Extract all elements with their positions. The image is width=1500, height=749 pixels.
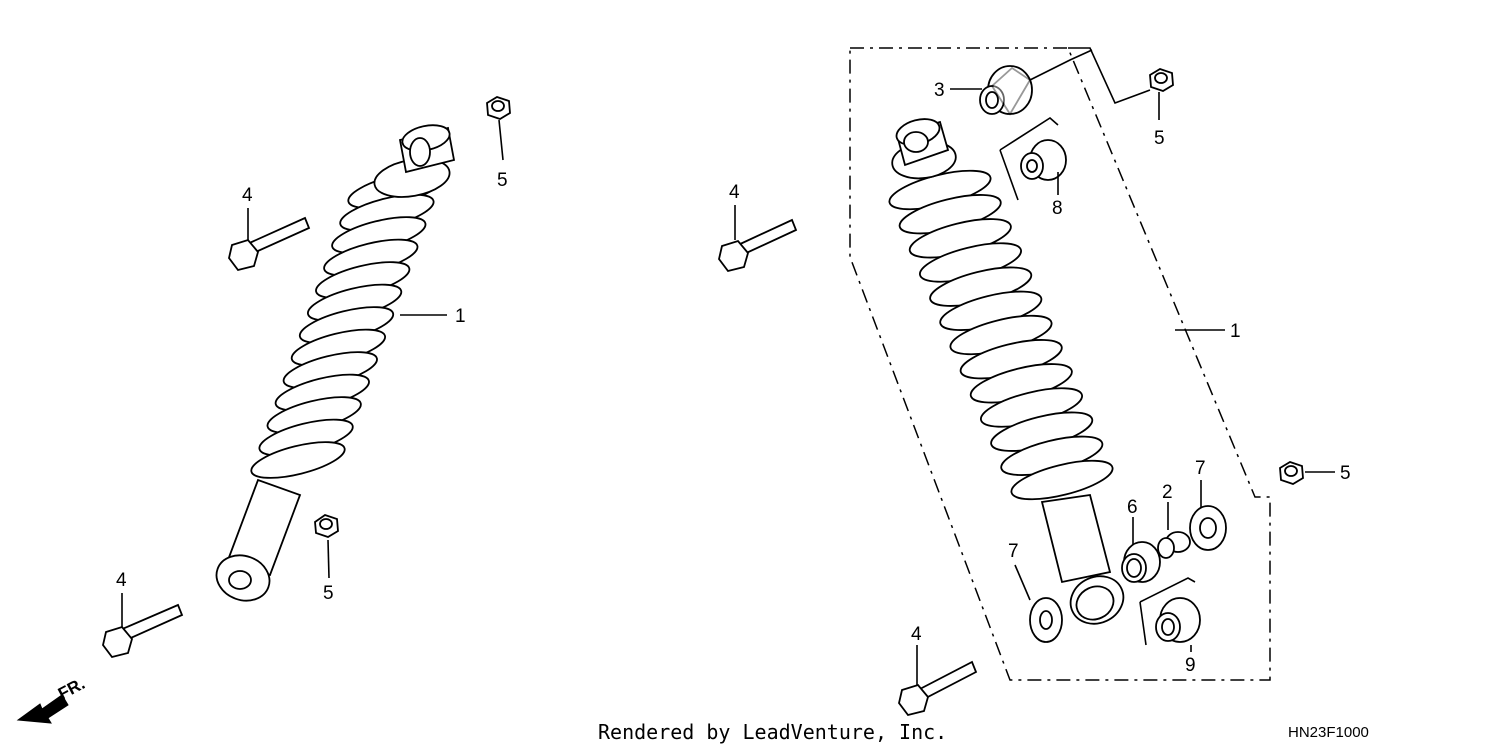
bushing-kit-8[interactable] (999, 117, 1067, 201)
callout-right-3: 3 (934, 80, 945, 101)
right-shock-absorber[interactable] (886, 115, 1131, 633)
callout-right-2: 2 (1162, 482, 1173, 503)
right-nut-right[interactable] (1279, 461, 1304, 485)
dust-seal-right[interactable] (1189, 505, 1227, 551)
callout-right-7-left: 7 (1008, 541, 1019, 562)
spring-coil (1010, 459, 1114, 501)
callout-right-5-top: 5 (1154, 128, 1165, 149)
collar[interactable] (1157, 531, 1191, 559)
bearing-kit-9[interactable] (1139, 577, 1201, 646)
callout-left-5-top: 5 (497, 170, 508, 191)
callout-right-4-bottom: 4 (911, 624, 922, 645)
callout-right-9: 9 (1185, 655, 1196, 676)
diagram-code: HN23F1000 (1288, 724, 1369, 741)
right-bolt-bottom[interactable] (898, 660, 978, 717)
left-bolt-bottom[interactable] (102, 603, 184, 659)
callout-right-1: 1 (1230, 321, 1241, 342)
left-nut-top[interactable] (486, 96, 511, 120)
left-bolt-top[interactable] (228, 216, 311, 272)
dust-seal-left[interactable] (1029, 597, 1063, 643)
right-bolt-top[interactable] (718, 218, 798, 273)
upper-bushing[interactable] (979, 65, 1033, 116)
right-nut-top[interactable] (1149, 68, 1174, 92)
callout-right-4-top: 4 (729, 182, 740, 203)
callout-left-4-bottom: 4 (116, 570, 127, 591)
needle-bearing[interactable] (1121, 541, 1161, 583)
callout-left-1: 1 (455, 306, 466, 327)
callout-left-4-top: 4 (242, 185, 253, 206)
footer-credit: Rendered by LeadVenture, Inc. (598, 720, 947, 744)
callout-left-5-bottom: 5 (323, 583, 334, 604)
callout-right-5-right: 5 (1340, 463, 1351, 484)
left-nut-bottom[interactable] (314, 514, 339, 538)
callout-right-7-right: 7 (1195, 458, 1206, 479)
left-shock-absorber[interactable] (210, 121, 456, 608)
callout-right-6: 6 (1127, 497, 1138, 518)
spring-coil (250, 441, 346, 479)
front-direction-arrow: FR. (16, 674, 88, 724)
callout-right-8: 8 (1052, 198, 1063, 219)
